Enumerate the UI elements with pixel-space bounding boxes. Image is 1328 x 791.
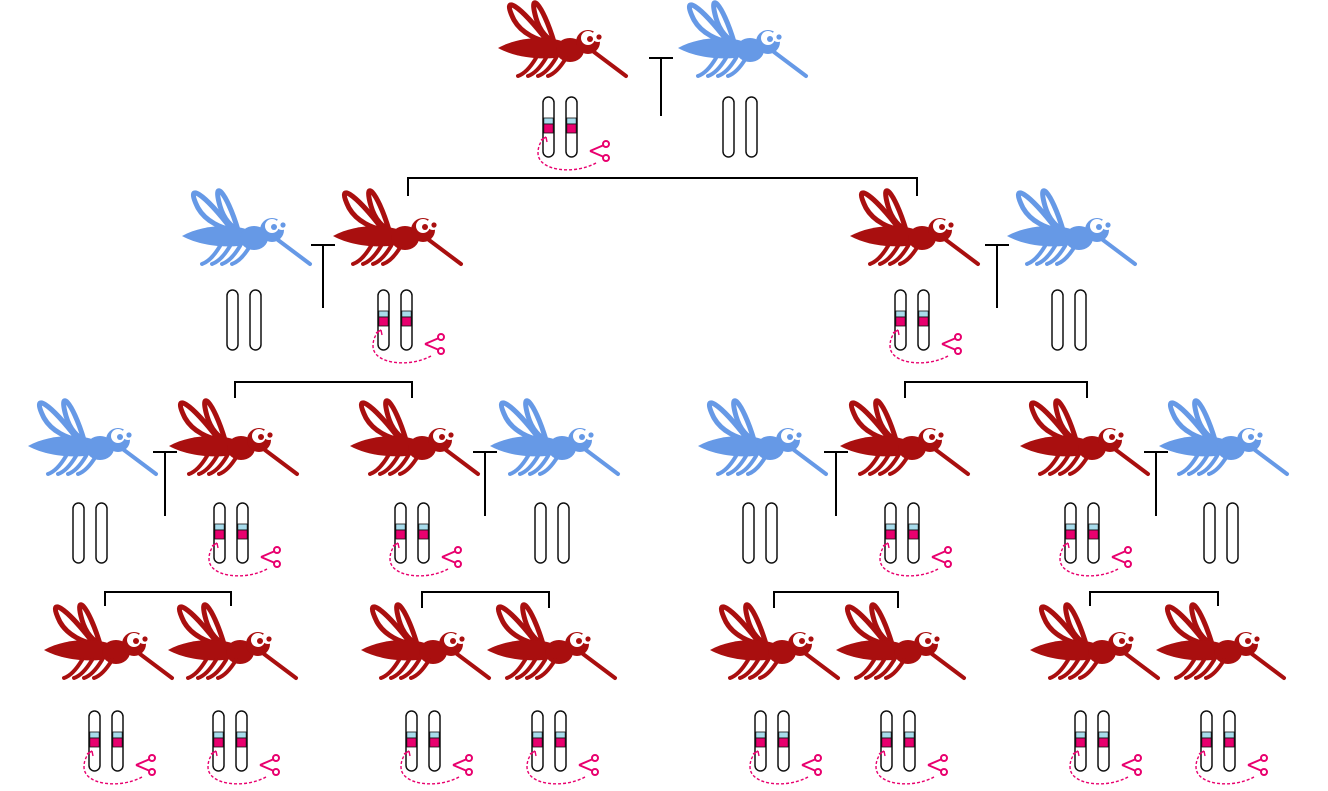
drive-2-3 xyxy=(1020,401,1148,577)
gene-drive-mosquito-icon xyxy=(361,605,489,678)
wild-type-mosquito-icon xyxy=(1007,191,1135,264)
gene-drive-mosquito-icon xyxy=(350,401,478,474)
gene-drive-mosquito-icon xyxy=(850,191,978,264)
wild-type-mosquito-icon xyxy=(678,3,806,76)
drive-1b xyxy=(850,191,978,364)
gene-drive-mosquito-icon xyxy=(836,605,964,678)
drive-chromosome-pair-icon xyxy=(875,710,948,785)
drive-3-2 xyxy=(361,605,489,785)
wild-chromosome-pair-icon xyxy=(1203,502,1239,564)
mating-cross-icon xyxy=(985,244,1009,308)
drive-chromosome-pair-icon xyxy=(879,502,952,577)
drive-chromosome-pair-icon xyxy=(83,710,156,785)
drive-chromosome-pair-icon xyxy=(1059,502,1132,577)
drive-1a xyxy=(333,191,461,364)
wild-2-2 xyxy=(698,401,826,564)
drive-2-0b xyxy=(169,401,297,577)
drive-chromosome-pair-icon xyxy=(1195,710,1268,785)
wild-chromosome-pair-icon xyxy=(722,96,758,158)
mating-cross-icon xyxy=(153,451,177,516)
drive-chromosome-pair-icon xyxy=(372,289,445,364)
individuals xyxy=(28,3,1287,785)
parent-drive-0 xyxy=(498,3,626,171)
drive-chromosome-pair-icon xyxy=(207,710,280,785)
drive-3-6 xyxy=(1030,605,1158,785)
wild-1b xyxy=(1007,191,1135,351)
offspring-bracket xyxy=(773,591,899,608)
offspring-bracket xyxy=(104,591,232,606)
drive-2-2b xyxy=(840,401,968,577)
drive-chromosome-pair-icon xyxy=(749,710,822,785)
wild-2-0 xyxy=(28,401,156,564)
wild-2-3b xyxy=(1159,401,1287,564)
gene-drive-mosquito-icon xyxy=(169,401,297,474)
gene-drive-mosquito-icon xyxy=(44,605,172,678)
wild-chromosome-pair-icon xyxy=(742,502,778,564)
drive-chromosome-pair-icon xyxy=(537,96,610,171)
drive-chromosome-pair-icon xyxy=(400,710,473,785)
offspring-bracket xyxy=(421,591,550,608)
drive-3-3 xyxy=(487,605,615,785)
mating-cross-icon xyxy=(311,244,335,308)
wild-2-1b xyxy=(490,401,618,564)
wild-1a xyxy=(182,191,310,351)
offspring-bracket xyxy=(904,381,1088,398)
wild-type-mosquito-icon xyxy=(490,401,618,474)
gene-drive-mosquito-icon xyxy=(1156,605,1284,678)
wild-chromosome-pair-icon xyxy=(226,289,262,351)
mating-cross-icon xyxy=(473,451,497,516)
wild-type-mosquito-icon xyxy=(1159,401,1287,474)
wild-type-mosquito-icon xyxy=(698,401,826,474)
gene-drive-mosquito-icon xyxy=(168,605,296,678)
drive-3-5 xyxy=(836,605,964,785)
gene-drive-mosquito-icon xyxy=(840,401,968,474)
mating-cross-icon xyxy=(1144,451,1168,516)
gene-drive-mosquito-icon xyxy=(333,191,461,264)
wild-chromosome-pair-icon xyxy=(72,502,108,564)
gene-drive-mosquito-icon xyxy=(710,605,838,678)
drive-3-7 xyxy=(1156,605,1284,785)
offspring-bracket xyxy=(1089,591,1219,606)
drive-3-1 xyxy=(168,605,296,785)
pedigree-connectors xyxy=(104,57,1219,608)
wild-chromosome-pair-icon xyxy=(1051,289,1087,351)
gene-drive-mosquito-icon xyxy=(498,3,626,76)
drive-2-1 xyxy=(350,401,478,577)
drive-chromosome-pair-icon xyxy=(889,289,962,364)
wild-type-mosquito-icon xyxy=(28,401,156,474)
drive-chromosome-pair-icon xyxy=(389,502,462,577)
drive-chromosome-pair-icon xyxy=(1069,710,1142,785)
wild-chromosome-pair-icon xyxy=(534,502,570,564)
parent-wild-0 xyxy=(678,3,806,158)
offspring-bracket xyxy=(407,177,918,196)
gene-drive-mosquito-icon xyxy=(487,605,615,678)
mating-cross-icon xyxy=(649,57,673,116)
offspring-bracket xyxy=(234,381,413,398)
drive-chromosome-pair-icon xyxy=(526,710,599,785)
drive-chromosome-pair-icon xyxy=(208,502,281,577)
drive-3-4 xyxy=(710,605,838,785)
mating-cross-icon xyxy=(824,451,848,516)
drive-3-0 xyxy=(44,605,172,785)
gene-drive-mosquito-icon xyxy=(1030,605,1158,678)
wild-type-mosquito-icon xyxy=(182,191,310,264)
gene-drive-mosquito-icon xyxy=(1020,401,1148,474)
